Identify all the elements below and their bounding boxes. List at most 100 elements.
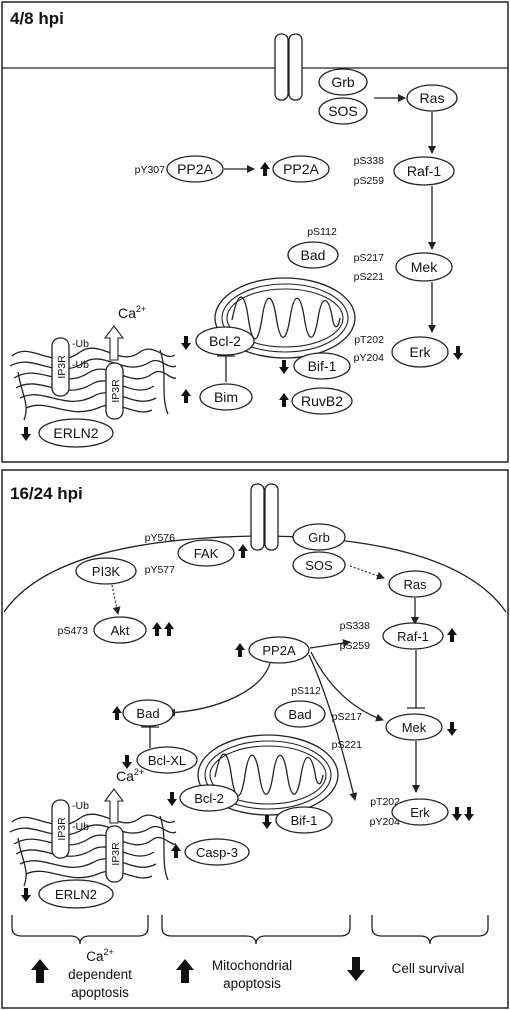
ruvb2-node: RuvB2 — [291, 387, 353, 415]
svg-text:Bad: Bad — [301, 247, 326, 263]
sos-node: SOS — [318, 97, 368, 125]
pp2a-left-node: PP2A — [166, 155, 224, 183]
site-mek-a: pS217 — [354, 252, 385, 264]
pi3k-node: PI3K — [75, 557, 137, 585]
svg-text:IP3R: IP3R — [56, 817, 68, 841]
ras-node: Ras — [388, 570, 442, 598]
raf1-node: Raf-1 — [382, 622, 444, 650]
svg-text:Raf-1: Raf-1 — [397, 629, 429, 644]
legend-ca-dependent-apoptosis: Ca2+ dependent apoptosis — [31, 947, 132, 1000]
svg-text:Bcl-2: Bcl-2 — [209, 333, 241, 349]
svg-text:PP2A: PP2A — [177, 161, 213, 177]
legend-mitochondrial-apoptosis: Mitochondrial apoptosis — [176, 958, 292, 991]
arrow-pp2a-bad — [167, 662, 271, 717]
arrow-pi3k-akt — [111, 584, 121, 615]
site-erk-a: pT202 — [354, 334, 384, 346]
erk-node: Erk — [391, 336, 449, 368]
svg-text:PP2A: PP2A — [283, 161, 319, 177]
erln2-node: ERLN2 — [38, 879, 114, 909]
brace-survival — [371, 915, 489, 945]
svg-text:ERLN2: ERLN2 — [53, 425, 98, 441]
grb-node: Grb — [318, 68, 368, 96]
site-erk-b: pY204 — [370, 816, 401, 828]
site-bad: pS112 — [307, 226, 337, 238]
inhibit-bad-bclxl — [141, 726, 159, 748]
er-membrane-icon — [9, 813, 177, 887]
panel-4-8-hpi: 4/8 hpi Grb SOS Ras pS338 pS259 Raf-1 — [1, 1, 509, 463]
brace-mito — [161, 915, 351, 945]
pp2a-right-node: PP2A — [272, 155, 330, 183]
bclxl-node: Bcl-XL — [136, 746, 198, 774]
mek-node: Mek — [385, 713, 443, 741]
legend-mito-line2: apoptosis — [223, 976, 281, 991]
ip3r-channel-icon: IP3R — [105, 825, 124, 883]
svg-text:FAK: FAK — [194, 546, 219, 561]
ub-label: -Ub — [72, 800, 89, 812]
bcl2-node: Bcl-2 — [195, 326, 255, 356]
site-erk-b: pY204 — [354, 352, 385, 364]
arrow-pp2a-erk — [308, 654, 358, 801]
bim-node: Bim — [199, 383, 253, 411]
brace-ca — [11, 915, 149, 945]
site-raf-b: pS259 — [354, 175, 385, 187]
svg-text:Casp-3: Casp-3 — [196, 845, 238, 860]
site-raf-a: pS338 — [340, 620, 371, 632]
site-akt: pS473 — [58, 625, 89, 637]
panel-title: 16/24 hpi — [10, 484, 83, 503]
svg-text:ERLN2: ERLN2 — [55, 887, 97, 902]
raf1-node: Raf-1 — [393, 156, 455, 186]
svg-text:Erk: Erk — [410, 805, 430, 820]
legend-cell-survival: Cell survival — [347, 957, 464, 981]
svg-text:Ras: Ras — [403, 577, 427, 592]
site-mek-b: pS221 — [354, 271, 385, 283]
bif1-node: Bif-1 — [293, 352, 351, 380]
inhibit-bim-bcl2 — [217, 355, 235, 382]
svg-text:Bcl-2: Bcl-2 — [194, 791, 224, 806]
svg-text:Raf-1: Raf-1 — [407, 163, 441, 179]
svg-text:PP2A: PP2A — [262, 643, 296, 658]
svg-text:RuvB2: RuvB2 — [301, 393, 343, 409]
site-fak-a: pY576 — [145, 532, 176, 544]
bcl2-node: Bcl-2 — [179, 784, 239, 812]
arrow-pp2a-mek — [310, 651, 384, 722]
legend-survival: Cell survival — [392, 961, 465, 976]
ras-node: Ras — [406, 84, 458, 112]
svg-text:Bcl-XL: Bcl-XL — [148, 753, 186, 768]
svg-text:IP3R: IP3R — [56, 355, 68, 379]
svg-text:Bim: Bim — [214, 389, 238, 405]
inhibit-raf1-mek — [407, 650, 425, 709]
legend-ca-line3: apoptosis — [71, 985, 129, 1000]
svg-text:SOS: SOS — [305, 558, 333, 573]
erln2-node: ERLN2 — [38, 418, 114, 448]
svg-text:IP3R: IP3R — [110, 842, 122, 866]
erk-node: Erk — [391, 798, 449, 826]
ip3r-channel-icon: IP3R — [51, 337, 70, 397]
legend-ca-line1: Ca2+ — [86, 947, 114, 964]
receptor — [250, 483, 279, 551]
svg-text:Erk: Erk — [410, 344, 432, 360]
site-fak-b: pY577 — [145, 564, 176, 576]
ub-label: -Ub — [72, 821, 89, 833]
calcium-release-icon — [103, 788, 125, 824]
ip3r-channel-icon: IP3R — [105, 362, 124, 420]
svg-text:Ras: Ras — [420, 90, 445, 106]
svg-text:Bif-1: Bif-1 — [308, 358, 337, 374]
svg-text:SOS: SOS — [328, 103, 358, 119]
svg-text:Grb: Grb — [331, 74, 355, 90]
site-bad: pS112 — [291, 685, 321, 697]
site-pp2a: pY307 — [135, 164, 166, 176]
calcium-release-icon — [103, 325, 125, 361]
panel-16-24-hpi: 16/24 hpi pY576 pY577 FAK Grb SOS Ras — [1, 469, 509, 1009]
ub-label: -Ub — [72, 359, 89, 371]
site-erk-a: pT202 — [370, 796, 400, 808]
pp2a-node: PP2A — [248, 636, 310, 664]
svg-text:Akt: Akt — [111, 623, 130, 638]
svg-text:IP3R: IP3R — [110, 379, 122, 403]
legend-ca-line2: dependent — [68, 967, 132, 982]
bad-left-node: Bad — [122, 699, 174, 727]
svg-text:Mek: Mek — [402, 720, 427, 735]
receptor — [274, 33, 303, 101]
ip3r-channel-icon: IP3R — [51, 799, 70, 859]
bad-node: Bad — [287, 241, 339, 269]
